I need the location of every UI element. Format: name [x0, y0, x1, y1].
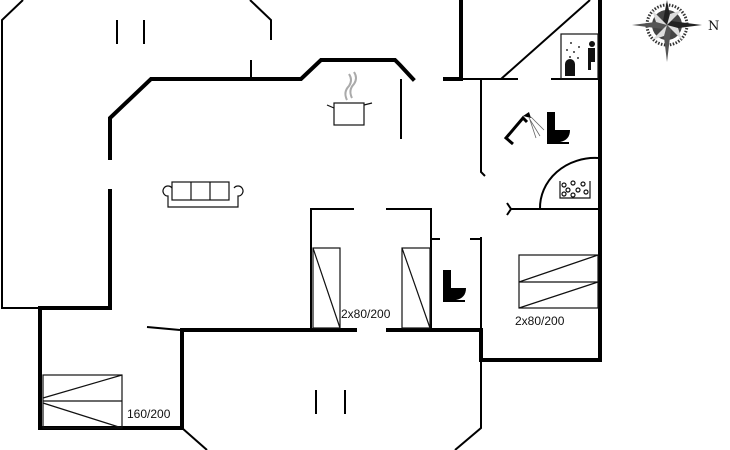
- bed-label: 160/200: [127, 407, 171, 421]
- compass-north-label: N: [708, 19, 719, 34]
- toilet-icon: [443, 270, 466, 302]
- bed-single-middle: [401, 247, 431, 329]
- compass-rose-icon: [632, 0, 702, 62]
- bed-single-left: [312, 247, 341, 329]
- bed-double: [42, 374, 123, 429]
- bathtub-icon: [559, 180, 591, 199]
- bed-label: 2x80/200: [515, 314, 565, 328]
- sofa-icon: [162, 181, 244, 208]
- bed-twin-right: [518, 254, 599, 309]
- outer-walls: [1, 0, 602, 450]
- bed-label: 2x80/200: [341, 307, 391, 321]
- cooking-pot-icon: [326, 71, 373, 126]
- sauna-icon: [560, 33, 599, 80]
- toilet-icon: [547, 112, 570, 144]
- shower-icon: [503, 112, 545, 146]
